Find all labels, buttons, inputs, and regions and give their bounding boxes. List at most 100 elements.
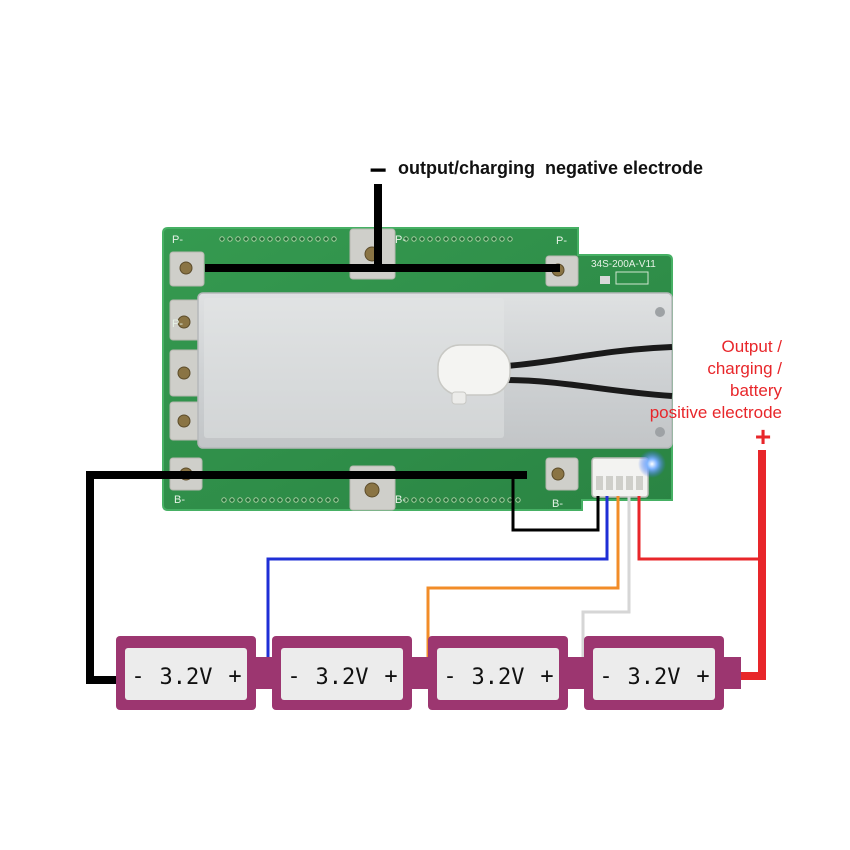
cell-face [593,648,715,700]
pcb-via-hole [443,236,449,242]
pcb-via-hole [435,497,441,503]
cell-positive-sign: + [228,664,241,689]
pcb-via-hole [299,236,305,242]
pcb-via-hole [491,236,497,242]
cell-negative-sign: - [131,664,144,689]
pcb-label-b-minus: B- [174,494,185,506]
connector-pins [596,476,643,490]
cell-connector-tab [567,657,585,689]
cell-face [125,648,247,700]
thermistor-tab [451,391,467,405]
pcb-component-header [615,271,649,285]
pcb-via-hole [219,236,225,242]
pad-hole [551,467,565,481]
negative-battery-wire [86,471,527,684]
pad-hole [177,366,191,380]
pcb-label-p-minus: P- [395,234,406,246]
pad-hole [177,414,191,428]
pcb-via-hole [237,497,243,503]
pcb-via-hole [229,497,235,503]
pcb-via-hole [261,497,267,503]
pad-hole [179,261,193,275]
positive-label-line: charging / [707,359,782,378]
positive-electrode-label: Output / charging / battery positive ele… [650,337,783,422]
balance-wire-orange [426,496,620,688]
cell-positive-sign: + [384,664,397,689]
connector-pin [616,476,623,490]
cell-negative-sign: - [287,664,300,689]
positive-label-line: battery [730,381,782,400]
battery-cells: - 3.2V + - 3.2V + - 3.2V + - 3.2V + [116,636,741,710]
battery-cell-4: - 3.2V + [584,636,724,710]
cell-voltage: 3.2V [316,665,369,690]
cell-voltage: 3.2V [628,665,681,690]
pcb-via-hole [403,497,409,503]
heatsink-highlight [204,298,504,438]
cell-connector-tab [723,657,741,689]
pcb-via-hole [467,497,473,503]
pcb-via-hole [227,236,233,242]
pcb-via-hole [283,236,289,242]
pcb-via-hole [427,236,433,242]
pcb-via-rows [219,236,521,503]
pcb-label-p-minus: P- [172,318,183,330]
pcb-via-hole [443,497,449,503]
status-led [638,450,666,478]
pcb-via-hole [427,497,433,503]
pcb-via-hole [285,497,291,503]
pcb-via-hole [483,236,489,242]
pcb-via-hole [419,236,425,242]
pcb-via-hole [435,236,441,242]
pcb-via-hole [325,497,331,503]
pcb-via-hole [515,497,521,503]
pcb-silkscreen: P- P- P- P- B- B- B- 34S-200A-V11 [172,234,656,510]
pcb-via-hole [253,497,259,503]
thermistor-sensor [437,344,511,396]
battery-cell-2: - 3.2V + [272,636,412,710]
pcb-via-hole [475,497,481,503]
aluminum-heatsink [197,292,673,449]
pcb-via-hole [317,497,323,503]
pcb-via-hole [459,497,465,503]
positive-battery-wire [738,450,766,680]
cell-negative-sign: - [443,664,456,689]
pcb-via-hole [451,497,457,503]
positive-label-line: Output / [722,337,783,356]
pcb-via-hole [499,236,505,242]
pcb-via-hole [323,236,329,242]
cell-connector-tab [411,657,429,689]
pcb-via-hole [491,497,497,503]
pcb-pads [169,228,579,511]
pcb-via-hole [309,497,315,503]
thermistor-cable [505,377,673,399]
connector-pin [626,476,633,490]
negative-electrode-label: output/charging negative electrode [398,158,703,178]
pcb-via-hole [467,236,473,242]
cell-voltage: 3.2V [160,665,213,690]
pcb-via-hole [293,497,299,503]
pcb-via-hole [245,497,251,503]
pcb-via-hole [459,236,465,242]
cell-face [281,648,403,700]
pcb-via-hole [331,236,337,242]
pcb-model-label: 34S-200A-V11 [591,259,656,270]
pcb-via-hole [507,236,513,242]
pad-hole [364,482,380,498]
pcb-via-hole [221,497,227,503]
cell-positive-sign: + [696,664,709,689]
pcb-via-hole [315,236,321,242]
pcb-via-hole [301,497,307,503]
connector-pin [636,476,643,490]
battery-cell-1: - 3.2V + [116,636,256,710]
pcb-via-hole [499,497,505,503]
balance-wire-b-minus [511,478,600,532]
balance-wire-red [637,496,762,561]
pcb-via-hole [259,236,265,242]
negative-sign-label: − [369,154,387,187]
cell-positive-sign: + [540,664,553,689]
pad-hole [177,315,191,329]
connector-pin [606,476,613,490]
cell-face [437,648,559,700]
cell-voltage: 3.2V [472,665,525,690]
